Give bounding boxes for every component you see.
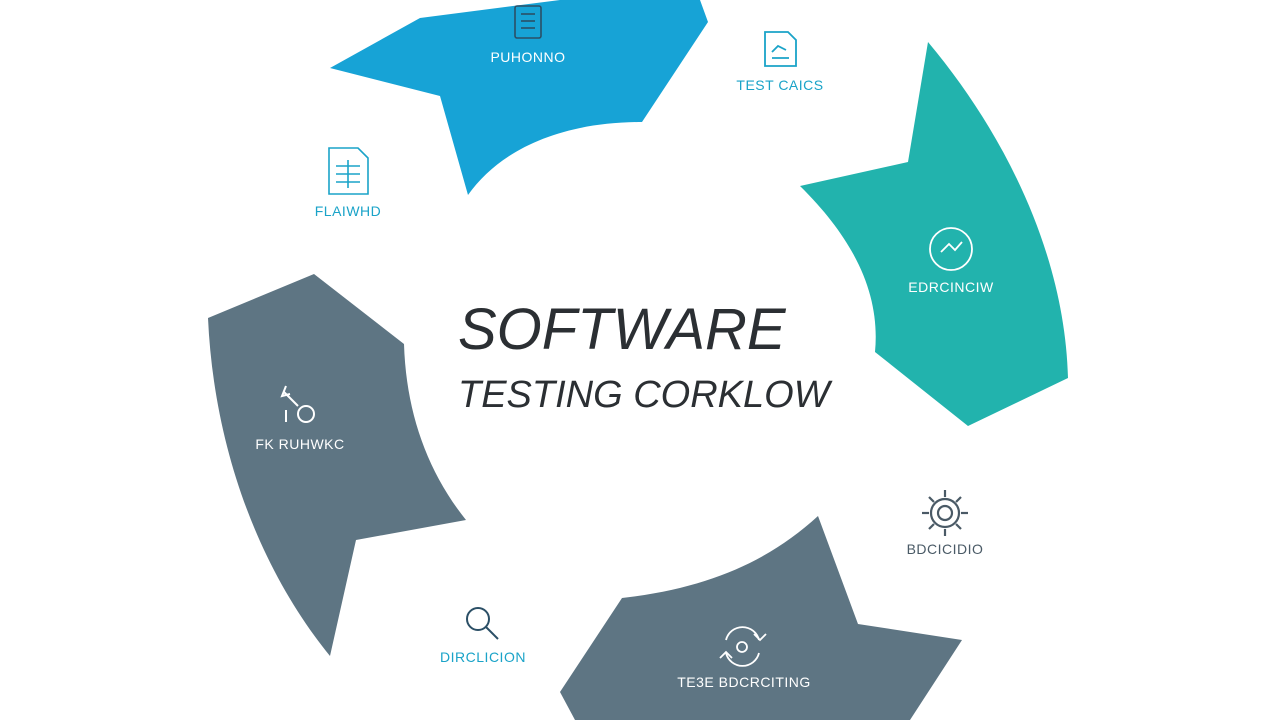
checklist-icon	[514, 5, 542, 39]
arrow-slate-bottom	[560, 516, 962, 720]
wrench-icon	[280, 385, 315, 423]
gear-icon	[922, 490, 968, 536]
arrow-slate-left	[208, 274, 466, 656]
stage-label-te3e-bdcrciting: TE3E BDCRCITING	[677, 674, 811, 690]
stage-label-flaiwhd: FLAIWHD	[314, 203, 382, 219]
stage-label-puhonno: PUHONNO	[490, 49, 566, 65]
stage-label-dirclicion: DIRCLICION	[440, 649, 526, 665]
stage-label-bdcicidio: BDCICIDIO	[906, 541, 984, 557]
stage-label-fk-ruhwkc: FK RUHWKC	[255, 436, 345, 452]
diagram-title: SOFTWARE	[458, 297, 786, 362]
refresh-icon	[719, 626, 767, 667]
magnifier-icon	[466, 607, 499, 640]
arrow-blue-top	[330, 0, 708, 195]
document-icon	[764, 31, 797, 67]
gauge-icon	[929, 227, 973, 271]
report-icon	[328, 147, 369, 195]
diagram-subtitle: TESTING CORKLOW	[458, 374, 830, 416]
arrow-teal-right	[800, 42, 1068, 426]
stage-label-test-caics: TEST CAICS	[736, 77, 824, 93]
stage-label-edrcinciw: EDRCINCIW	[908, 279, 994, 295]
